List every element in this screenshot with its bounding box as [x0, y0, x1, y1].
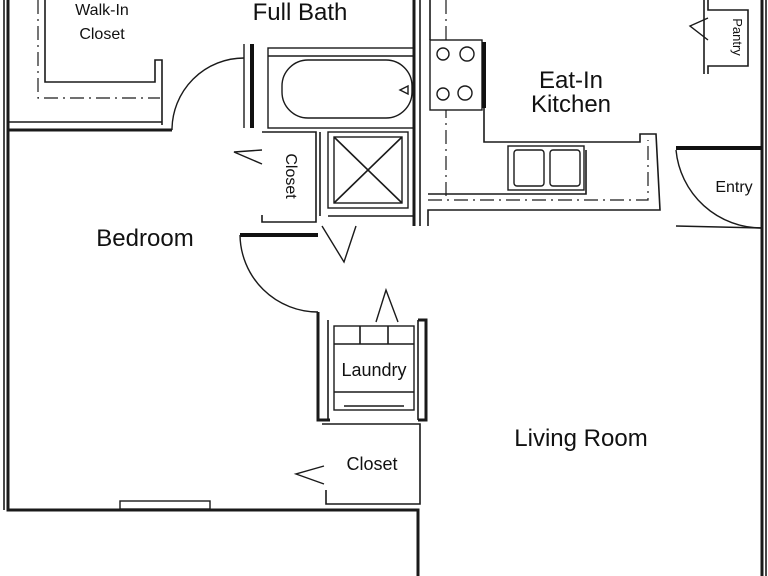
laundry-label: Laundry [341, 360, 406, 380]
bedroom-label: Bedroom [96, 225, 193, 252]
pantry-bifold-door[interactable] [688, 17, 709, 41]
walk-in-closet-label-line2: Closet [79, 26, 125, 43]
laundry-bifold-door[interactable] [375, 287, 399, 323]
outer-walls [3, 0, 767, 576]
bedroom-closet-room [293, 423, 421, 505]
bathtub-faucet [398, 84, 409, 96]
walk-in-closet-label-line1: Walk-In [75, 2, 129, 19]
stove-burner [459, 46, 475, 62]
bath-closet-bifold-door[interactable] [233, 149, 263, 165]
pantry-label: Pantry [730, 18, 745, 56]
room-labels: Walk-In Closet Full Bath Pantry Eat-In K… [75, 0, 752, 474]
full-bath-label: Full Bath [253, 0, 348, 26]
bedroom-door-swing [239, 234, 319, 313]
kitchen-room [427, 0, 661, 226]
walk-in-closet-room [8, 0, 245, 131]
bedroom-closet-bifold-door[interactable] [293, 465, 325, 485]
bedroom-door-group [239, 225, 357, 313]
laundry-machines [333, 325, 415, 411]
bathtub [281, 59, 413, 119]
pantry-room [688, 0, 749, 74]
laundry-room [316, 287, 428, 422]
walk-in-closet-door-swing [171, 57, 245, 131]
entry-door[interactable] [675, 225, 763, 229]
entry-label: Entry [715, 179, 752, 196]
stove-burner [436, 87, 450, 101]
full-bath-room [250, 0, 421, 226]
sink-basin-left [513, 149, 545, 187]
bedroom-closet-label: Closet [346, 454, 397, 474]
bedroom-window [119, 500, 211, 510]
entry-area [675, 146, 763, 229]
kitchen-label-line2: Kitchen [531, 91, 611, 118]
sink-basin-right [549, 149, 581, 187]
bath-bifold-door[interactable] [321, 225, 357, 264]
stove-burner [436, 47, 450, 61]
stove-burner [457, 85, 473, 101]
living-room-label: Living Room [514, 425, 647, 452]
bath-closet-room [233, 131, 317, 223]
kitchen-label-line1: Eat-In [539, 67, 603, 94]
bath-closet-label: Closet [282, 153, 299, 199]
entry-door-swing [675, 149, 763, 229]
